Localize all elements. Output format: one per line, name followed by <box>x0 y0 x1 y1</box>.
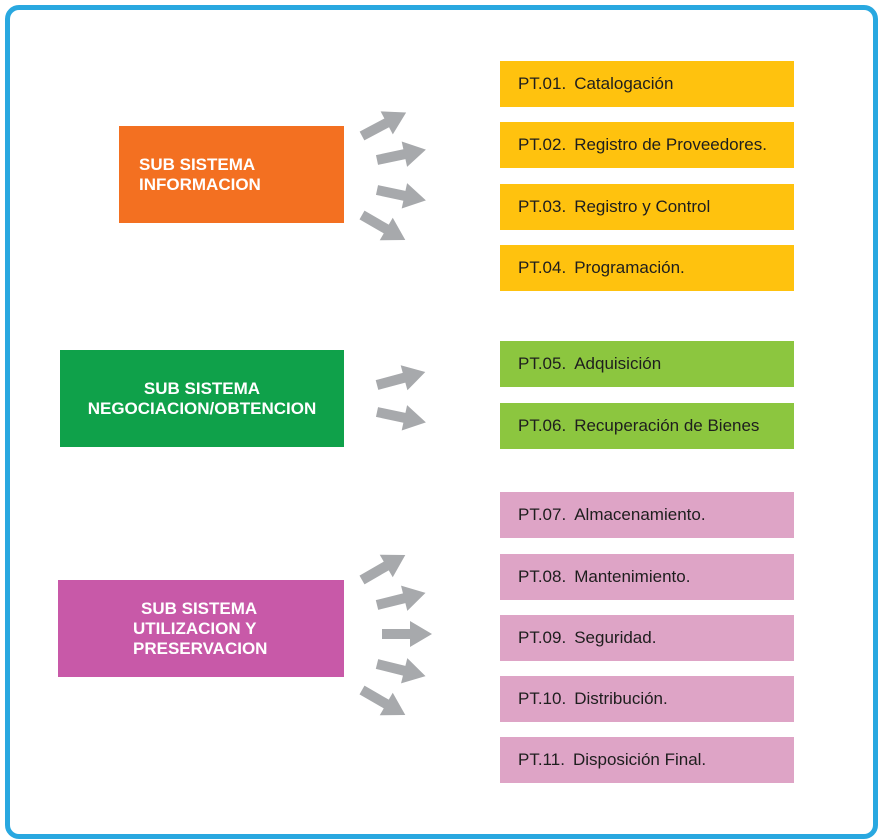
process-item-pt10: PT.10. Distribución. <box>500 676 794 722</box>
process-code: PT.04. <box>518 258 567 277</box>
subsystem-negociacion-line-1: SUB SISTEMA <box>143 378 261 398</box>
process-code: PT.02. <box>518 135 567 154</box>
process-code: PT.01. <box>518 74 567 93</box>
subsystem-utilizacion-line-1: SUB SISTEMA <box>141 598 258 618</box>
arrow-icon <box>355 678 412 727</box>
process-label: Seguridad. <box>574 628 657 647</box>
process-item-pt08: PT.08. Mantenimiento. <box>500 554 794 600</box>
process-item-pt01: PT.01. Catalogación <box>500 61 794 107</box>
arrow-icon <box>355 203 412 252</box>
process-label: Programación. <box>574 258 685 277</box>
process-item-pt03: PT.03. Registro y Control <box>500 184 794 230</box>
subsystem-negociacion-line-2: NEGOCIACION/OBTENCION <box>87 398 317 418</box>
process-code: PT.06. <box>518 416 567 435</box>
arrow-icon <box>355 543 412 592</box>
process-item-pt06: PT.06. Recuperación de Bienes <box>500 403 794 449</box>
process-label: Adquisición <box>574 354 662 373</box>
process-item-pt04: PT.04. Programación. <box>500 245 794 291</box>
arrow-icon <box>373 580 429 618</box>
process-item-pt02: PT.02. Registro de Proveedores. <box>500 122 794 168</box>
process-label: Registro y Control <box>574 197 711 216</box>
arrow-icon <box>374 177 429 214</box>
subsystem-informacion: SUB SISTEMA INFORMACION <box>119 126 344 223</box>
arrow-icon <box>373 359 429 398</box>
process-item-pt07: PT.07. Almacenamiento. <box>500 492 794 538</box>
process-code: PT.05. <box>518 354 567 373</box>
subsystem-informacion-line-1: SUB SISTEMA <box>139 154 256 174</box>
process-item-pt11: PT.11. Disposición Final. <box>500 737 794 783</box>
process-code: PT.03. <box>518 197 567 216</box>
subsystem-negociacion-obtencion: SUB SISTEMA NEGOCIACION/OBTENCION <box>60 350 344 447</box>
process-code: PT.11. <box>518 750 565 769</box>
process-code: PT.08. <box>518 567 567 586</box>
subsystem-utilizacion-preservacion: SUB SISTEMA UTILIZACION Y PRESERVACION <box>58 580 344 677</box>
process-label: Mantenimiento. <box>574 567 691 586</box>
arrow-icon <box>355 101 413 148</box>
process-item-pt05: PT.05. Adquisición <box>500 341 794 387</box>
process-code: PT.07. <box>518 505 567 524</box>
process-label: Recuperación de Bienes <box>574 416 760 435</box>
process-label: Registro de Proveedores. <box>574 135 767 154</box>
arrow-icon <box>374 399 429 436</box>
subsystem-informacion-line-2: INFORMACION <box>139 174 261 194</box>
process-label: Disposición Final. <box>572 750 707 769</box>
subsystem-utilizacion-line-2: UTILIZACION Y <box>133 618 257 638</box>
process-label: Distribución. <box>574 689 668 708</box>
process-label: Almacenamiento. <box>574 505 706 524</box>
process-code: PT.10. <box>518 689 567 708</box>
process-item-pt09: PT.09. Seguridad. <box>500 615 794 661</box>
arrow-icon <box>374 136 429 173</box>
arrow-icon <box>373 651 429 689</box>
subsystem-utilizacion-line-3: PRESERVACION <box>133 638 268 658</box>
process-code: PT.09. <box>518 628 567 647</box>
arrow-icon <box>382 621 432 647</box>
process-label: Catalogación <box>574 74 674 93</box>
